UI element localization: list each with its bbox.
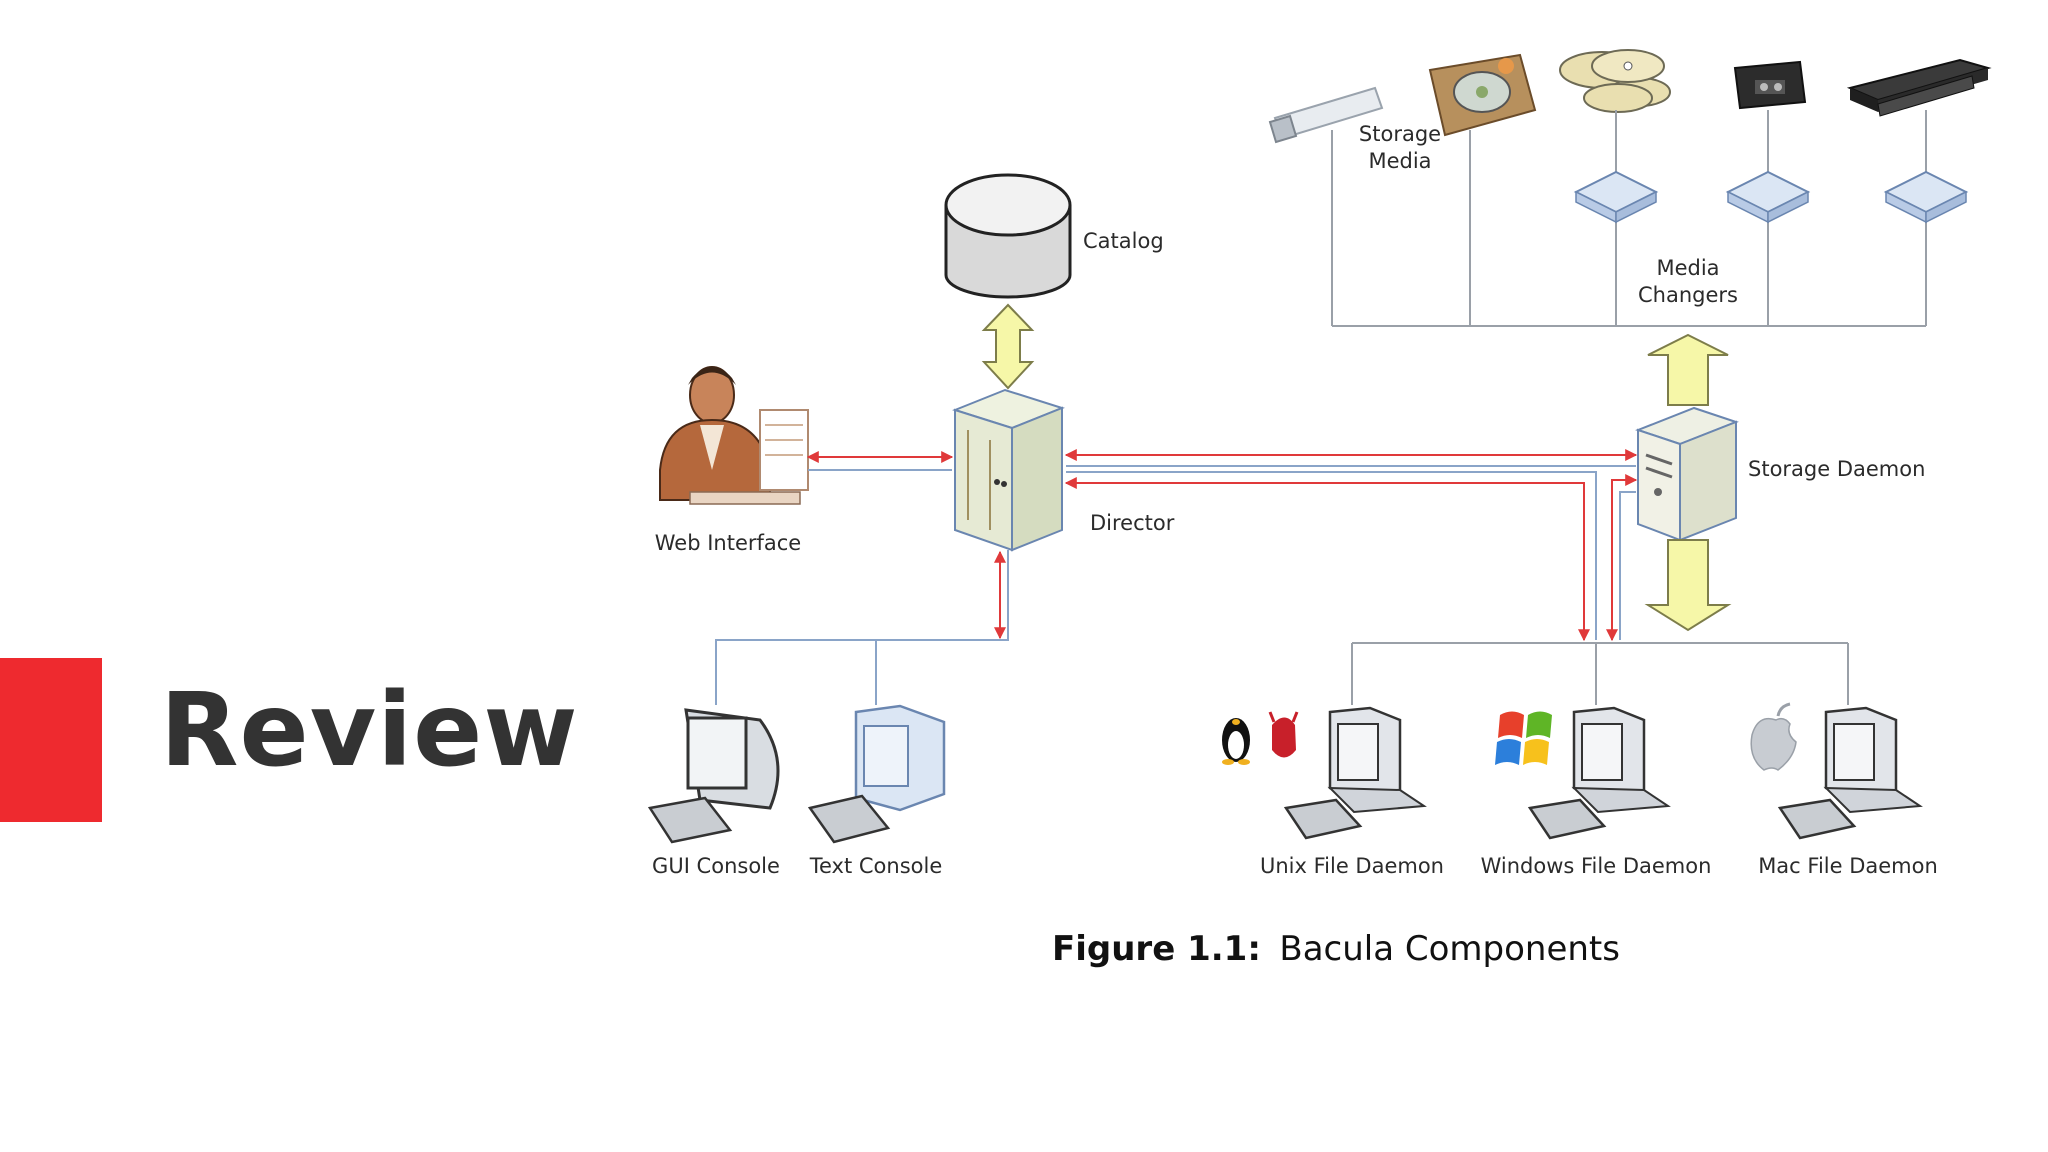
windows-fd-computer-icon — [1527, 706, 1671, 840]
tape-library-icon — [1846, 58, 1992, 117]
media-changer-icon — [1883, 170, 1969, 224]
gui-console-label: GUI Console — [652, 854, 780, 878]
storage-media-label: Storage — [1359, 122, 1441, 146]
director-console-link — [715, 550, 1009, 705]
catalog-director-arrow — [981, 303, 1035, 390]
storage-media-label: Media — [1368, 149, 1431, 173]
figure-caption-number: Figure 1.1: — [1052, 929, 1261, 969]
windows-fd-label: Windows File Daemon — [1481, 854, 1712, 878]
media-changer-icon — [1573, 170, 1659, 224]
slide-title: Review — [160, 671, 579, 790]
catalog-database-icon — [944, 173, 1072, 299]
storage-daemon-server-icon — [1635, 406, 1739, 542]
web-interface-person-icon — [659, 366, 809, 505]
text-console-label: Text Console — [809, 854, 943, 878]
windows-logo-icon — [1495, 711, 1552, 765]
storage-media-arrow — [1647, 333, 1729, 406]
tape-cartridge-icon — [1733, 60, 1807, 110]
optical-discs-icon — [1559, 49, 1671, 113]
storage-fd-arrow — [1644, 539, 1732, 632]
media-changers-label: Media — [1656, 256, 1719, 280]
web-director-link — [806, 451, 954, 471]
director-storage-link — [1064, 449, 1638, 642]
media-changers-label: Changers — [1638, 283, 1738, 307]
accent-bar — [0, 658, 102, 822]
bsd-daemon-icon — [1268, 711, 1299, 758]
director-server-icon — [952, 388, 1065, 552]
media-changer-icon — [1725, 170, 1811, 224]
web-interface-label: Web Interface — [655, 531, 801, 555]
unix-fd-label: Unix File Daemon — [1260, 854, 1444, 878]
unix-fd-computer-icon — [1283, 706, 1427, 840]
usb-drive-icon — [1268, 86, 1384, 144]
figure-caption: Figure 1.1: Bacula Components — [1052, 929, 1620, 969]
catalog-label: Catalog — [1083, 229, 1164, 253]
mac-fd-computer-icon — [1777, 706, 1923, 840]
file-daemon-bus — [1351, 642, 1849, 705]
text-console-computer-icon — [807, 704, 946, 844]
apple-logo-icon — [1750, 702, 1797, 771]
mac-fd-label: Mac File Daemon — [1758, 854, 1938, 878]
gui-console-computer-icon — [647, 708, 780, 844]
linux-penguin-icon — [1222, 718, 1250, 765]
storage-fd-link — [1606, 474, 1638, 642]
storage-daemon-label: Storage Daemon — [1748, 457, 1925, 481]
hard-drive-icon — [1428, 53, 1537, 137]
figure-caption-text: Bacula Components — [1279, 929, 1620, 969]
director-label: Director — [1090, 511, 1175, 535]
